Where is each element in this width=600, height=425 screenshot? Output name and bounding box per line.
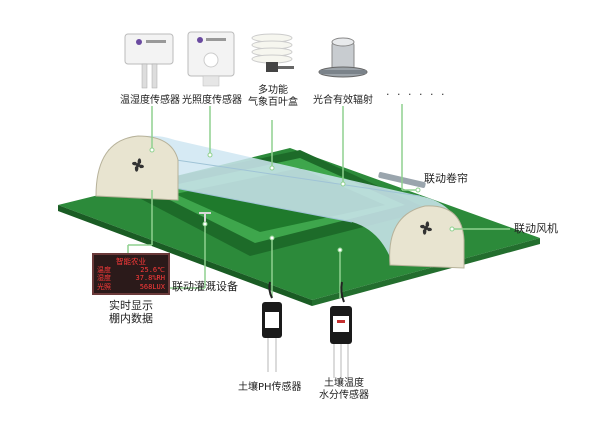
display-row-name: 温度 xyxy=(97,266,111,274)
callout-linked-curtain: 联动卷帘 xyxy=(424,172,468,185)
display-row: 温度 25.6℃ xyxy=(97,266,165,274)
greenhouse-tunnel xyxy=(95,135,465,269)
fan-icon xyxy=(420,221,432,235)
display-row-value: 25.6℃ xyxy=(140,266,165,274)
sensor-label-weather-line-2: 气象百叶盒 xyxy=(248,96,298,108)
fan-icon xyxy=(132,158,144,172)
callout-linked-irrigation: 联动灌溉设备 xyxy=(172,280,238,293)
display-row: 光照 568LUX xyxy=(97,283,165,291)
sensor-label-illuminance: 光照度传感器 xyxy=(182,95,242,106)
display-title: 智能农业 xyxy=(116,257,146,266)
more-sensors-dots: · · · · · · xyxy=(386,88,447,101)
soil-label-ph: 土壤PH传感器 xyxy=(238,382,302,393)
callout-realtime-line-2: 棚内数据 xyxy=(109,311,153,325)
callout-realtime-line-1: 实时显示 xyxy=(109,299,153,312)
connectors xyxy=(127,104,510,298)
sensor-label-par: 光合有效辐射 xyxy=(313,95,373,106)
par-sensor-icon xyxy=(318,37,368,78)
soil-label-temp-moisture-line-2: 水分传感器 xyxy=(319,389,369,401)
soil-temp-moisture-sensor-icon xyxy=(330,281,352,378)
display-row-value: 568LUX xyxy=(139,282,165,291)
sensor-label-weather-box: 多功能 气象百叶盒 xyxy=(248,85,298,108)
weather-louver-box-icon xyxy=(251,33,294,72)
display-row: 湿度 37.8%RH xyxy=(97,274,165,282)
display-row-name: 光照 xyxy=(97,282,111,291)
soil-label-temp-moisture-line-1: 土壤温度 xyxy=(324,378,364,389)
sensor-label-weather-line-1: 多功能 xyxy=(258,85,288,96)
callout-realtime-display: 实时显示 棚内数据 xyxy=(96,299,166,325)
connector-dots xyxy=(149,147,455,253)
sensor-label-temp-humidity: 温湿度传感器 xyxy=(120,95,180,106)
illuminance-sensor-icon xyxy=(187,31,235,87)
callout-linked-fan: 联动风机 xyxy=(514,222,558,235)
temp-humidity-sensor-icon xyxy=(124,33,174,89)
display-row-name: 湿度 xyxy=(97,274,111,283)
display-row-value: 37.8%RH xyxy=(135,274,165,283)
led-display-panel: 智能农业 温度 25.6℃ 湿度 37.8%RH 光照 568LUX xyxy=(92,253,170,295)
soil-ph-sensor-icon xyxy=(262,281,282,372)
soil-label-temp-moisture: 土壤温度 水分传感器 xyxy=(312,378,376,401)
